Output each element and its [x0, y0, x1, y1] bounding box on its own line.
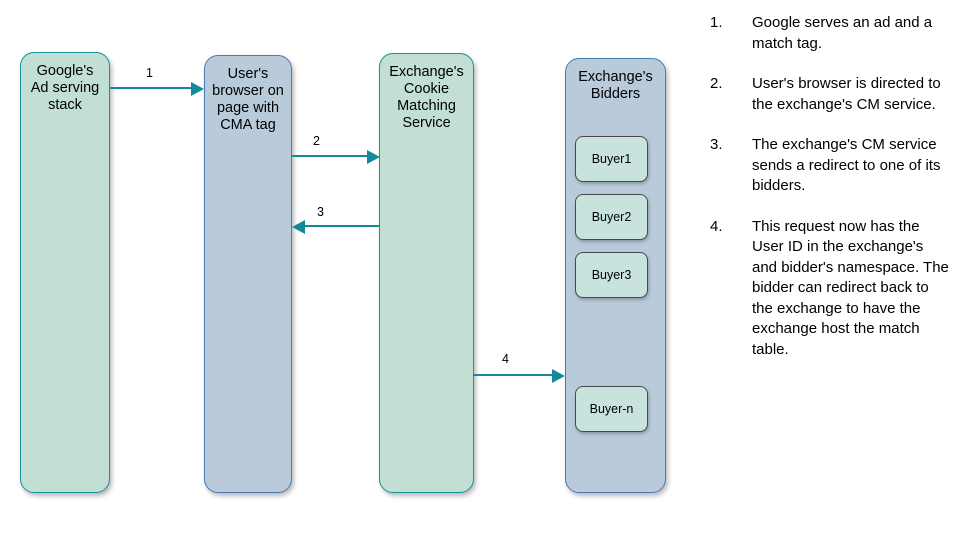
buyer-box-2[interactable]: Buyer2 [575, 194, 648, 240]
arrow-4-label: 4 [502, 352, 509, 366]
arrow-2-label: 2 [313, 134, 320, 148]
buyer-box-1[interactable]: Buyer1 [575, 136, 648, 182]
legend-item-1: 1. Google serves an ad and a match tag. [706, 13, 950, 54]
buyer-1-label: Buyer1 [591, 152, 632, 166]
arrow-4-head-icon [552, 369, 565, 383]
lane-bidders-label: Exchange's Bidders [578, 69, 653, 102]
legend-item-4: 4. This request now has the User ID in t… [706, 217, 950, 361]
lane-google-label: Google's Ad serving stack [30, 63, 100, 113]
buyer-n-label: Buyer-n [589, 402, 634, 416]
lane-user-browser[interactable]: User's browser on page with CMA tag [204, 55, 292, 493]
legend-item-1-text: Google serves an ad and a match tag. [752, 14, 933, 52]
arrow-1-line [110, 87, 193, 89]
lane-cms-label: Exchange's Cookie Matching Service [389, 64, 464, 131]
buyer-box-n[interactable]: Buyer-n [575, 386, 648, 432]
legend-item-3-number: 3. [710, 136, 723, 153]
arrow-1-head-icon [191, 82, 204, 96]
legend-item-4-text: This request now has the User ID in the … [752, 217, 949, 358]
arrow-3-line [303, 225, 380, 227]
arrow-1-label: 1 [146, 66, 153, 80]
legend-item-2: 2. User's browser is directed to the exc… [706, 74, 950, 115]
legend-item-2-number: 2. [710, 75, 723, 92]
lane-google-ad-serving-stack[interactable]: Google's Ad serving stack [20, 52, 110, 493]
buyer-2-label: Buyer2 [591, 210, 632, 224]
legend-list: 1. Google serves an ad and a match tag. … [706, 13, 950, 380]
buyer-box-3[interactable]: Buyer3 [575, 252, 648, 298]
legend-item-4-number: 4. [710, 217, 723, 235]
arrow-3-label: 3 [317, 205, 324, 219]
buyer-3-label: Buyer3 [591, 268, 632, 282]
legend-item-3: 3. The exchange's CM service sends a red… [706, 135, 950, 197]
arrow-2-line [292, 155, 370, 157]
lane-browser-label: User's browser on page with CMA tag [212, 66, 284, 133]
legend-item-1-number: 1. [710, 14, 723, 31]
arrow-4-line [473, 374, 555, 376]
legend-item-3-text: The exchange's CM service sends a redire… [752, 136, 941, 194]
legend-item-2-text: User's browser is directed to the exchan… [752, 75, 941, 113]
arrow-3-head-icon [292, 220, 305, 234]
arrow-2-head-icon [367, 150, 380, 164]
lane-exchange-cookie-matching-service[interactable]: Exchange's Cookie Matching Service [379, 53, 474, 493]
